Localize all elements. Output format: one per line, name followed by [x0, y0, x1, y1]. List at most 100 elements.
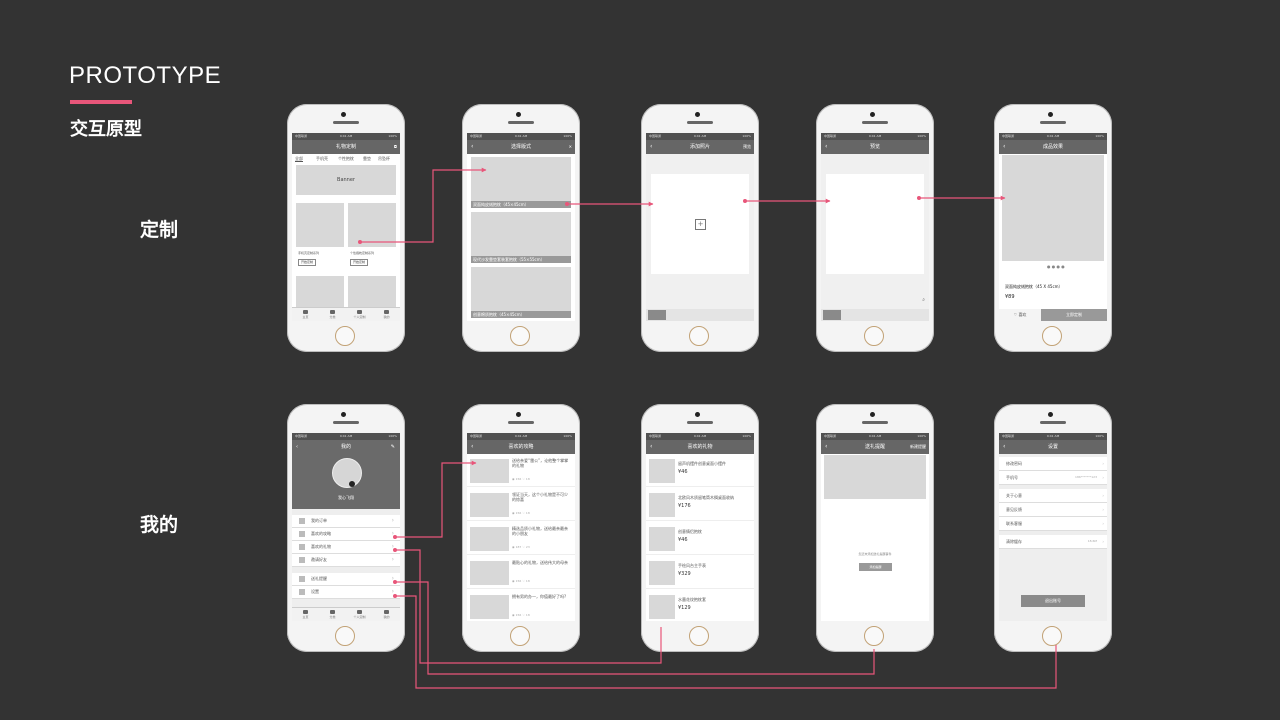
like-button[interactable]: ♡ 喜欢 [999, 309, 1041, 321]
start-custom-button[interactable]: 开始定制 [350, 259, 369, 266]
back-icon[interactable]: ‹ [1003, 143, 1006, 150]
chevron-right-icon: › [391, 575, 394, 582]
card-image-phone-case[interactable] [296, 203, 344, 247]
edit-icon[interactable]: ✎ [390, 444, 395, 450]
diamond-icon [357, 310, 362, 314]
nav-bar: ‹ 喜欢的礼物 [646, 440, 754, 454]
carousel-dots: ● ● ● ● [1047, 264, 1065, 269]
menu-liked-gifts[interactable]: 喜欢的礼物› [292, 541, 400, 554]
list-item[interactable]: 留声机摆件创意桌面小摆件¥46 [646, 455, 754, 487]
new-reminder-button[interactable]: 新建提醒 [910, 444, 926, 449]
list-item[interactable]: 最贴心的礼物，送给伟大的母亲◉ 156 ♡ 18 [467, 557, 575, 589]
template-image[interactable] [471, 157, 571, 201]
nav-title: 选择版式 [510, 144, 531, 150]
list-item[interactable]: 领证当天，这个小礼物是不可少的惊喜◉ 156 ♡ 18 [467, 489, 575, 521]
tab-cushion[interactable]: 靠垫 [363, 156, 371, 161]
photo-canvas[interactable]: + [651, 174, 749, 274]
back-icon[interactable]: ‹ [296, 444, 298, 450]
chevron-right-icon: › [1102, 475, 1104, 480]
tab-home[interactable]: 主页 [292, 610, 319, 619]
card-image-pillow[interactable] [348, 203, 396, 247]
tab-custom[interactable]: 个人定制 [346, 610, 373, 619]
close-icon[interactable]: ✕ [568, 144, 572, 149]
list-item[interactable]: 水墨花纹抱枕套¥129 [646, 591, 754, 621]
tab-phone-case[interactable]: 手机壳 [316, 156, 328, 161]
guide-stats: ◉ 156 ♡ 18 [512, 613, 530, 617]
phone-earpiece [687, 421, 713, 424]
page-title: PROTOTYPE [69, 62, 222, 89]
tab-cup[interactable]: 吊坠杯 [378, 156, 390, 161]
add-thumb-button[interactable] [648, 310, 666, 320]
card-label-pillow: 个性抱枕定制系列 [350, 251, 375, 255]
back-icon[interactable]: ‹ [650, 443, 653, 450]
list-item[interactable]: 送给亲爱“雷公”，论他整个掌掌的礼物◉ 156 ♡ 18 [467, 455, 575, 487]
nav-bar: ‹送礼提醒新建提醒 [821, 440, 929, 454]
customize-now-button[interactable]: 立即定制 [1041, 309, 1107, 321]
diamond-icon [357, 610, 362, 614]
menu-settings[interactable]: 设置› [292, 586, 400, 599]
card-image[interactable] [348, 276, 396, 308]
back-icon[interactable]: ‹ [825, 443, 828, 450]
back-icon[interactable]: ‹ [1003, 443, 1006, 450]
back-icon[interactable]: ‹ [471, 443, 474, 450]
start-custom-button[interactable]: 开始定制 [298, 259, 317, 266]
template-caption[interactable]: 双面纯皮绒抱枕（45×45cm） [471, 201, 571, 208]
add-reminder-button[interactable]: 添加提醒 [859, 563, 892, 571]
logout-button[interactable]: 退出账号 [1021, 595, 1085, 607]
list-item[interactable]: 精选品质小礼物，送给最亲最亲的小朋友◉ 187 ♡ 23 [467, 523, 575, 555]
list-item[interactable]: 创意情侣抱枕¥46 [646, 523, 754, 555]
nav-title: 喜欢的礼物 [687, 444, 713, 450]
nav-bar: ‹我的✎ [292, 440, 400, 454]
tab-mine[interactable]: 我的 [373, 610, 400, 619]
list-item[interactable]: 手绘风台主手表¥329 [646, 557, 754, 589]
add-photo-icon[interactable]: + [695, 219, 706, 230]
tab-all[interactable]: 全部 [295, 156, 303, 162]
back-icon[interactable]: ‹ [650, 143, 653, 150]
tab-category[interactable]: 分类 [319, 310, 346, 319]
home-button [864, 326, 884, 346]
back-icon[interactable]: ‹ [825, 143, 828, 150]
tab-mine[interactable]: 我的 [373, 310, 400, 319]
phone-earpiece [687, 121, 713, 124]
gift-thumb [649, 561, 675, 585]
zoom-icon[interactable]: ⌕ [922, 297, 925, 303]
settings-feedback[interactable]: 意见反馈› [999, 503, 1107, 517]
avatar[interactable] [332, 458, 362, 488]
template-image[interactable] [471, 212, 571, 256]
menu-invite-friends[interactable]: 邀请好友› [292, 554, 400, 567]
tab-category[interactable]: 分类 [319, 610, 346, 619]
tab-pillow[interactable]: 个性抱枕 [338, 156, 354, 161]
camera-icon[interactable]: ◘ [393, 144, 397, 149]
phone-earpiece [862, 121, 888, 124]
settings-contact-support[interactable]: 联系客服› [999, 517, 1107, 531]
settings-change-password[interactable]: 修改密码› [999, 457, 1107, 471]
back-icon[interactable]: ‹ [471, 143, 474, 150]
home-button [689, 326, 709, 346]
menu-liked-guides[interactable]: 喜欢的攻略› [292, 528, 400, 541]
phone-camera [870, 112, 875, 117]
phone-earpiece [508, 121, 534, 124]
tab-custom[interactable]: 个人定制 [346, 310, 373, 319]
preview-button[interactable]: 预览 [743, 144, 751, 149]
list-item[interactable]: 北欧风木质留笔筒木搁桌面收纳¥176 [646, 489, 754, 521]
add-thumb-button[interactable] [823, 310, 841, 320]
menu-gift-reminder[interactable]: 送礼提醒› [292, 573, 400, 586]
template-image[interactable] [471, 267, 571, 311]
phone-camera [516, 412, 521, 417]
list-item[interactable]: 拥有男的办一，你值最好了吗?◉ 156 ♡ 18 [467, 591, 575, 621]
product-image[interactable] [1002, 155, 1104, 261]
template-caption[interactable]: 创意棉质抱枕（45×45cm） [471, 311, 571, 318]
tab-home[interactable]: 主页 [292, 310, 319, 319]
settings-about[interactable]: 关于心意› [999, 489, 1107, 503]
template-caption[interactable]: 现代沙发靠垫套装套抱枕（55×55cm） [471, 256, 571, 263]
phone-camera [341, 412, 346, 417]
card-image[interactable] [296, 276, 344, 308]
menu-my-orders[interactable]: 我的订单› [292, 515, 400, 528]
banner[interactable]: Banner [296, 165, 396, 195]
